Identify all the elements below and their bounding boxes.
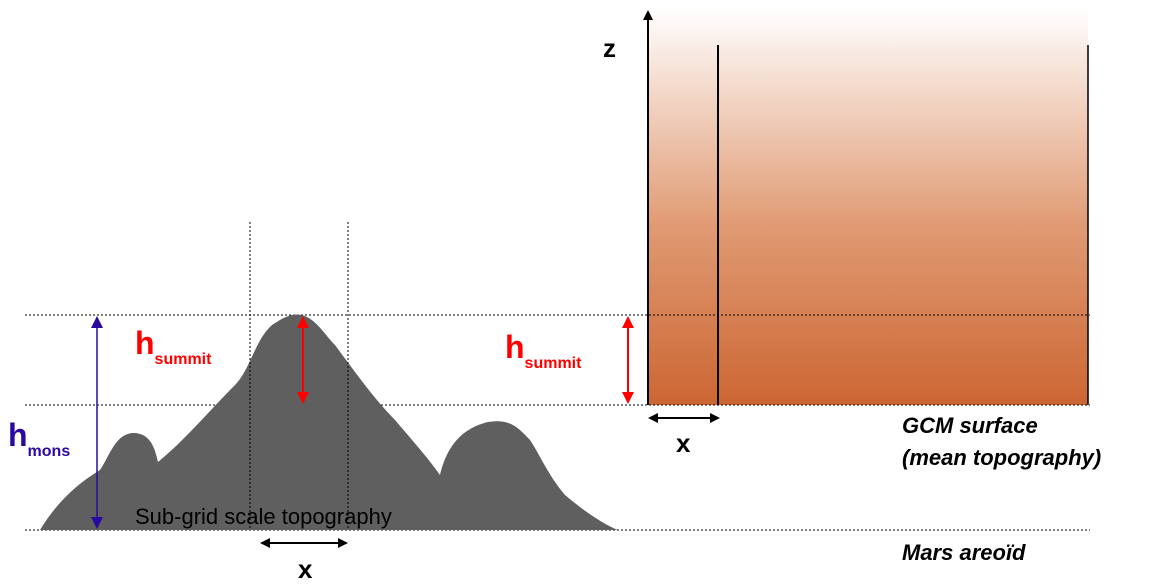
gcm-surface-label: GCM surface	[902, 413, 1038, 438]
gcm-column	[648, 8, 1088, 405]
h-summit-label-left: hsummit	[135, 325, 212, 368]
mountain-shape	[40, 314, 618, 530]
x-label-right: x	[676, 428, 691, 458]
z-axis-label: z	[603, 33, 616, 63]
subgrid-label: Sub-grid scale topography	[135, 504, 392, 529]
h-mons-label: hmons	[8, 417, 70, 460]
x-label-bottom: x	[298, 554, 313, 584]
gcm-surface-sublabel: (mean topography)	[902, 445, 1101, 470]
mars-areoid-label: Mars areoïd	[902, 540, 1026, 565]
h-summit-label-right: hsummit	[505, 329, 582, 372]
